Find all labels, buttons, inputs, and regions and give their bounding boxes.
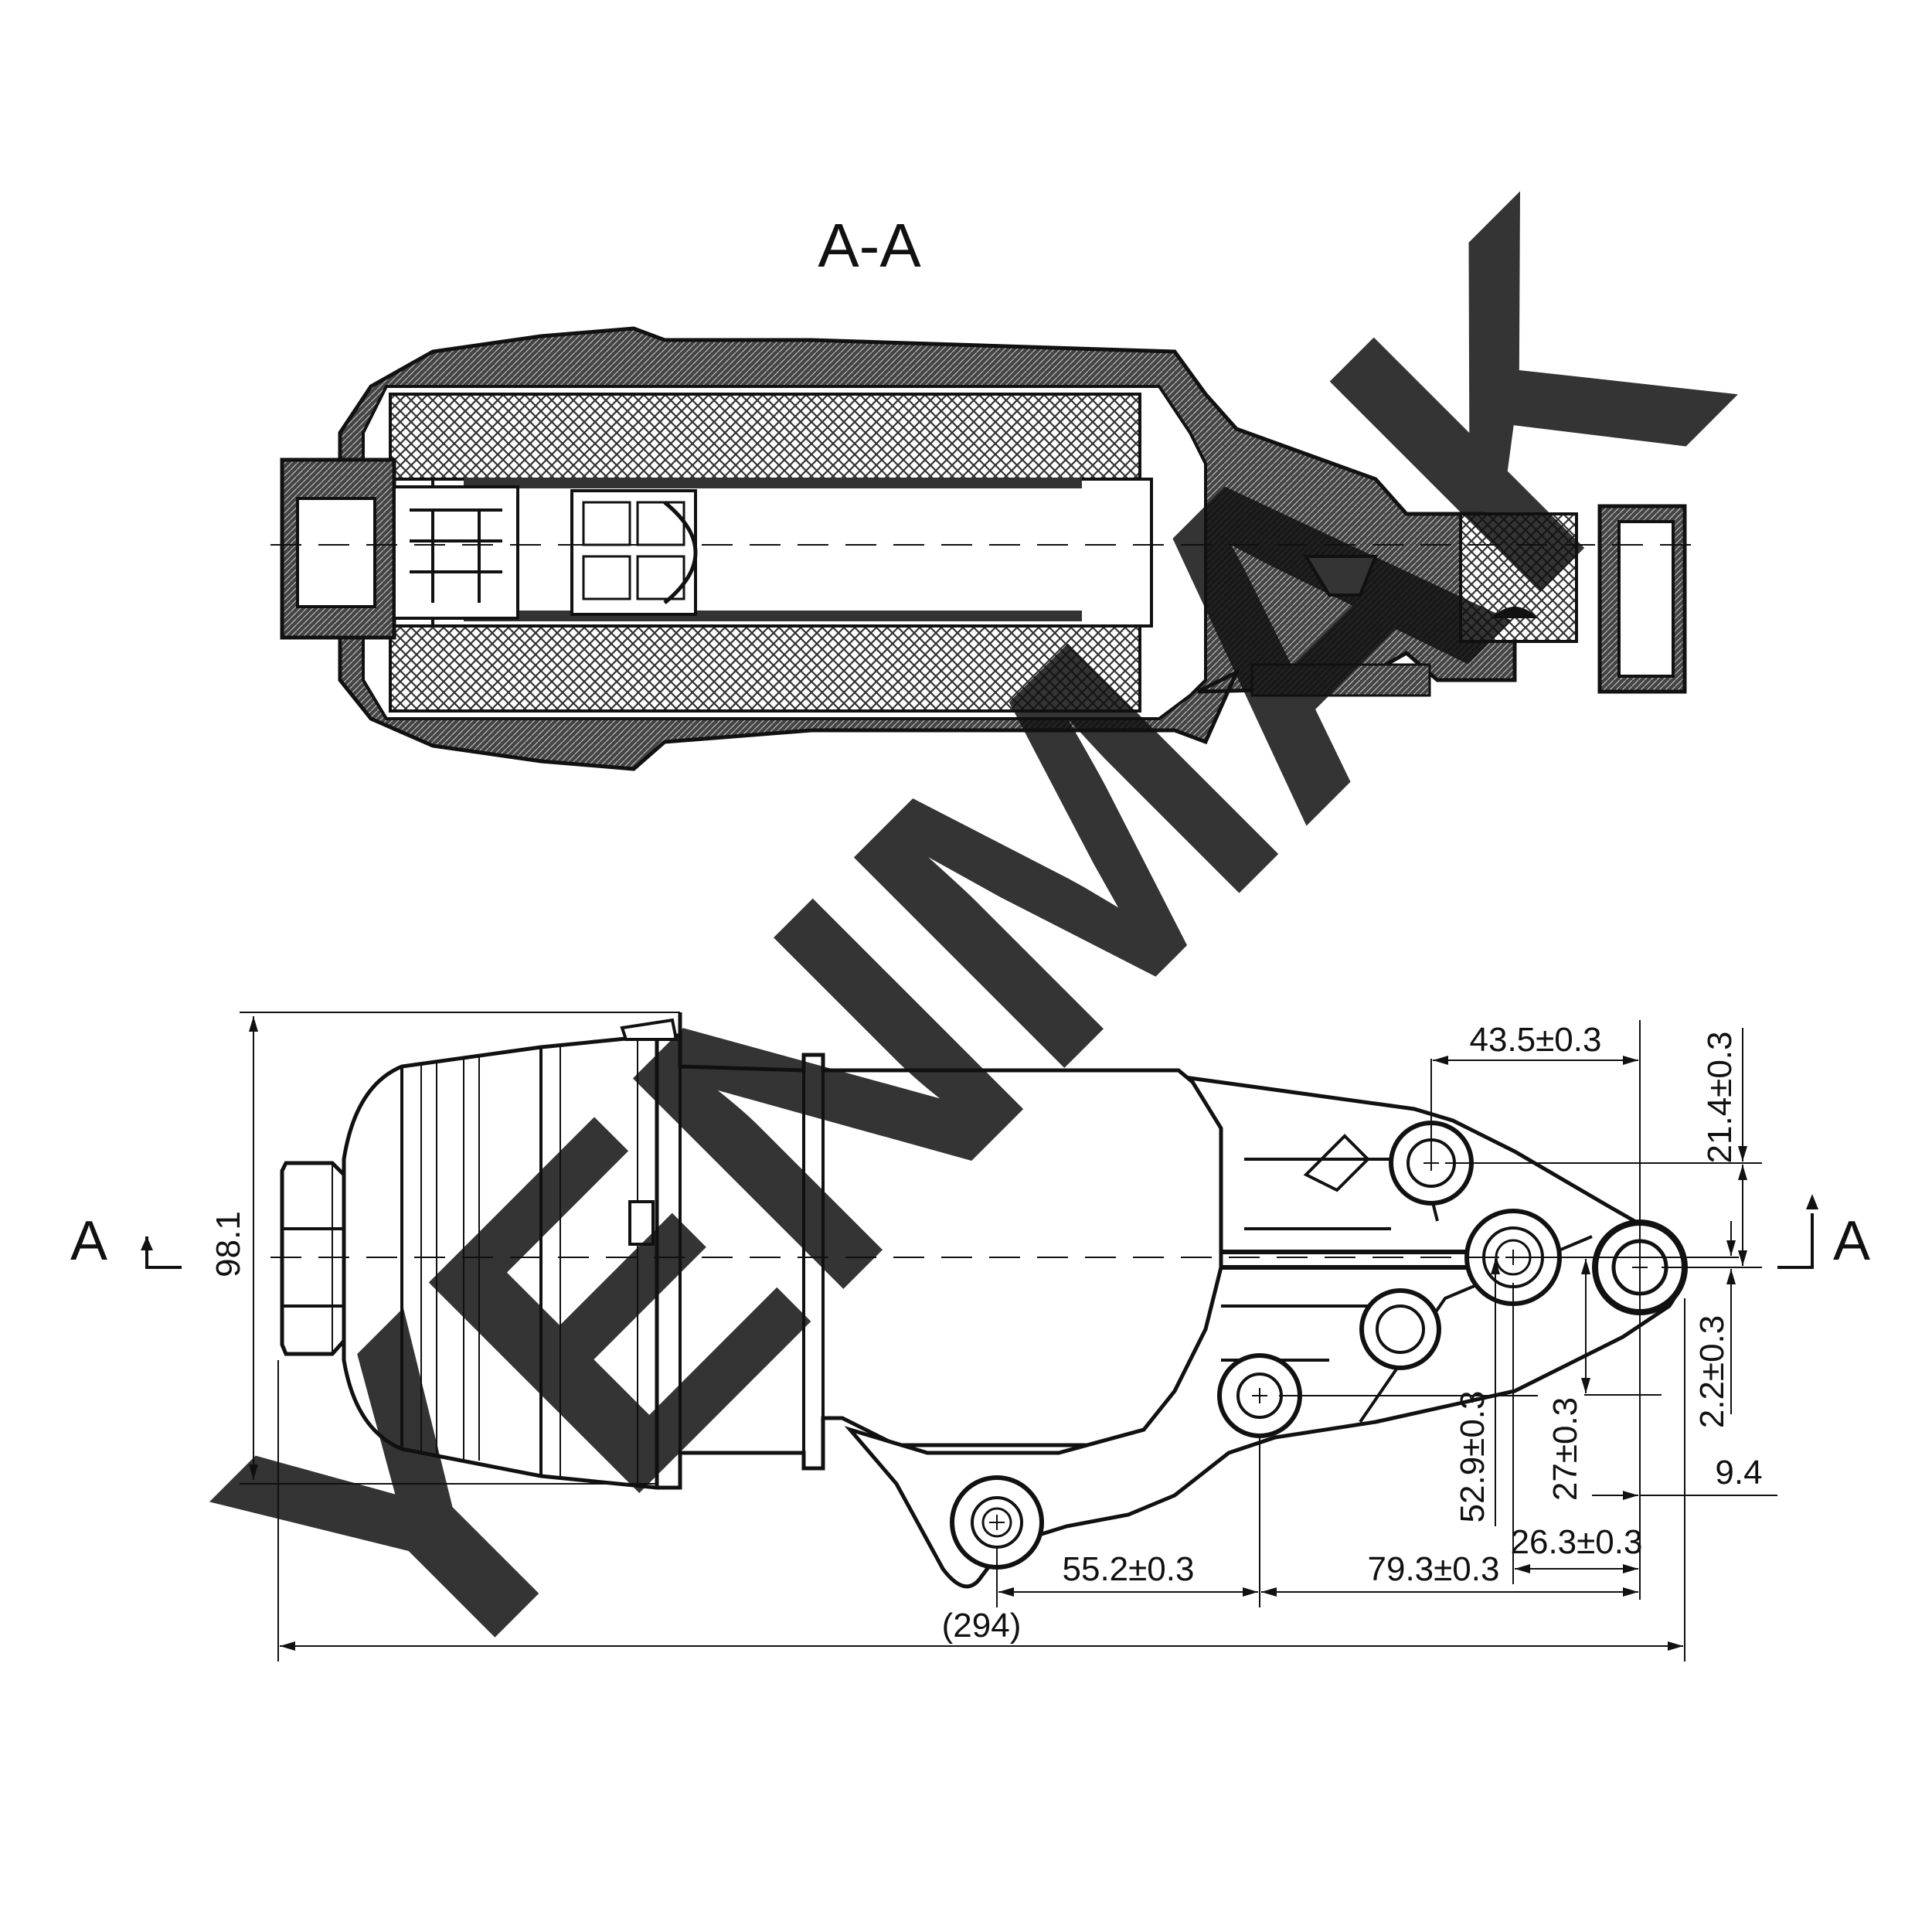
mounting-hole-bottom-left — [950, 1475, 1044, 1570]
mounting-hole-lower — [1359, 1288, 1441, 1370]
dim-hole-h-43: 43.5±0.3 — [1470, 1021, 1602, 1059]
section-marker-left — [141, 1236, 182, 1269]
tube-ribs-top — [464, 478, 1082, 488]
cap-tab — [628, 1200, 655, 1246]
dim-hole-v-52: 52.9±0.3 — [1454, 1391, 1492, 1523]
cap-clip — [620, 1018, 679, 1041]
section-marker-right — [1777, 1194, 1818, 1269]
section-view: A-A — [270, 211, 1700, 771]
section-marker-right-label: A — [1833, 1210, 1870, 1272]
dimension-lines — [240, 1012, 1777, 1662]
dim-hole-v-21: 21.4±0.3 — [1701, 1032, 1739, 1164]
dim-hole-h-79: 79.3±0.3 — [1368, 1550, 1500, 1588]
section-title: A-A — [818, 211, 921, 280]
dim-length-overall: (294) — [942, 1607, 1022, 1645]
dim-hole-h-26: 26.3±0.3 — [1511, 1523, 1643, 1561]
dim-hole-v-2: 2.2±0.3 — [1693, 1315, 1731, 1428]
dim-height-overall: 98.1 — [209, 1211, 247, 1277]
dim-offset-9: 9.4 — [1715, 1454, 1762, 1492]
outlet-body — [1250, 504, 1687, 697]
bypass-valve — [570, 489, 698, 616]
side-view: A A — [70, 1012, 1870, 1662]
filter-media-top — [389, 393, 1141, 481]
dim-hole-v-27: 27±0.3 — [1546, 1397, 1584, 1501]
section-marker-left-label: A — [70, 1210, 107, 1272]
dim-hole-h-55: 55.2±0.3 — [1063, 1550, 1195, 1588]
cap-left-end — [280, 457, 519, 640]
